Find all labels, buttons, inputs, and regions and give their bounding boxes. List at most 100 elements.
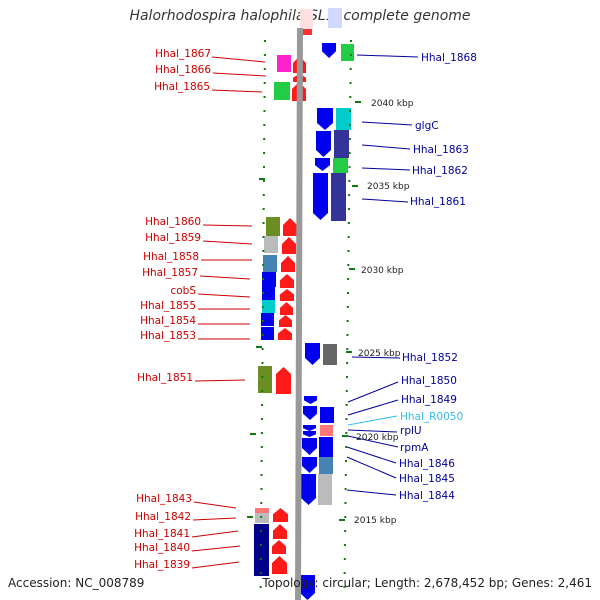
scale-dot [260, 474, 263, 476]
scale-dot [262, 166, 265, 168]
gene-label[interactable]: Hhal_1858 [143, 251, 199, 263]
connector-line [346, 446, 397, 464]
connector-line [346, 489, 397, 496]
scale-dot [261, 348, 264, 350]
scale-dot [344, 502, 347, 504]
connector-line [347, 429, 398, 433]
scale-dot [259, 572, 262, 574]
scale-dot [260, 460, 263, 462]
scale-dot [260, 530, 263, 532]
gene-label[interactable]: Hhal_1849 [401, 394, 457, 406]
gene-box [319, 437, 333, 457]
gene-label[interactable]: Hhal_1863 [413, 144, 469, 156]
scale-dot [345, 418, 348, 420]
scale-dot [349, 96, 352, 98]
gene-label[interactable]: Hhal_1859 [145, 232, 201, 244]
scale-dot [344, 530, 347, 532]
scale-dot [263, 110, 266, 112]
connector-line [191, 545, 241, 552]
gene-arrow [303, 431, 316, 437]
gene-label[interactable]: cobS [170, 285, 196, 297]
gene-label[interactable]: Hhal_1844 [399, 490, 455, 502]
gene-label[interactable]: Hhal_1862 [412, 165, 468, 177]
scale-dot [345, 404, 348, 406]
scale-dot [263, 124, 266, 126]
gene-label[interactable]: Hhal_1855 [140, 300, 196, 312]
scale-tick [259, 178, 265, 180]
scale-dot [345, 446, 348, 448]
scale-dot [263, 82, 266, 84]
connector-line [347, 399, 399, 416]
gene-label[interactable]: Hhal_1841 [134, 528, 190, 540]
scale-dot [347, 236, 350, 238]
scale-dot [260, 418, 263, 420]
gene-label[interactable]: Hhal_1860 [145, 216, 201, 228]
scale-dot [263, 138, 266, 140]
gene-label[interactable]: rplU [400, 425, 422, 437]
scale-dot [344, 488, 347, 490]
gene-label[interactable]: Hhal_1866 [155, 64, 211, 76]
gene-label[interactable]: Hhal_1852 [402, 352, 458, 364]
connector-line [191, 530, 239, 538]
gene-arrow [301, 474, 316, 505]
scale-dot [263, 68, 266, 70]
gene-label[interactable]: Hhal_1868 [421, 52, 477, 64]
gene-label[interactable]: Hhal_1857 [142, 267, 198, 279]
scale-dot [348, 180, 351, 182]
gene-label[interactable]: Hhal_1865 [154, 81, 210, 93]
gene-arrow [300, 575, 315, 600]
gene-arrow [304, 396, 317, 404]
connector-line [193, 501, 237, 509]
gene-label[interactable]: Hhal_1846 [399, 458, 455, 470]
gene-box [266, 217, 280, 236]
gene-label[interactable]: glgC [415, 120, 439, 132]
scale-tick [352, 185, 358, 187]
scale-dot [264, 40, 266, 42]
gene-box [331, 173, 346, 221]
gene-arrow [283, 218, 297, 236]
gene-arrow [276, 367, 291, 394]
scale-tick [250, 433, 256, 435]
genome-stats-text: Topology: circular; Length: 2,678,452 bp… [262, 576, 592, 590]
scale-dot [345, 390, 348, 392]
gene-label[interactable]: Hhal_1867 [155, 48, 211, 60]
gene-arrow [280, 302, 293, 315]
gene-box [262, 300, 275, 313]
scale-dot [262, 250, 265, 252]
gene-label[interactable]: Hhal_1851 [137, 372, 193, 384]
gene-label[interactable]: Hhal_1853 [140, 330, 196, 342]
gene-label[interactable]: Hhal_1845 [399, 473, 455, 485]
gene-arrow [317, 108, 333, 130]
gene-label[interactable]: Hhal_1840 [134, 542, 190, 554]
scale-dot [261, 334, 264, 336]
scale-dot [347, 222, 350, 224]
gene-label[interactable]: Hhal_1843 [136, 493, 192, 505]
scale-dot [262, 180, 265, 182]
gene-arrow [281, 256, 295, 272]
scale-tick [342, 435, 348, 437]
scale-dot [260, 488, 263, 490]
gene-box [261, 327, 274, 340]
ruler-label: 2025 kbp [358, 349, 401, 359]
scale-dot [343, 558, 346, 560]
scale-tick [256, 346, 262, 348]
scale-dot [259, 586, 262, 588]
scale-dot [261, 390, 264, 392]
scale-dot [261, 306, 264, 308]
gene-arrow [305, 343, 320, 365]
scale-tick [355, 101, 361, 103]
gene-label[interactable]: Hhal_R0050 [400, 411, 463, 423]
gene-box [328, 8, 342, 28]
gene-arrow [302, 457, 317, 473]
gene-label[interactable]: Hhal_1842 [135, 511, 191, 523]
scale-dot [344, 474, 347, 476]
gene-label[interactable]: rpmA [400, 442, 429, 454]
scale-tick [247, 516, 253, 518]
gene-label[interactable]: Hhal_1861 [410, 196, 466, 208]
gene-label[interactable]: Hhal_1854 [140, 315, 196, 327]
scale-dot [343, 586, 346, 588]
gene-label[interactable]: Hhal_1850 [401, 375, 457, 387]
gene-box [319, 457, 333, 474]
gene-label[interactable]: Hhal_1839 [134, 559, 190, 571]
